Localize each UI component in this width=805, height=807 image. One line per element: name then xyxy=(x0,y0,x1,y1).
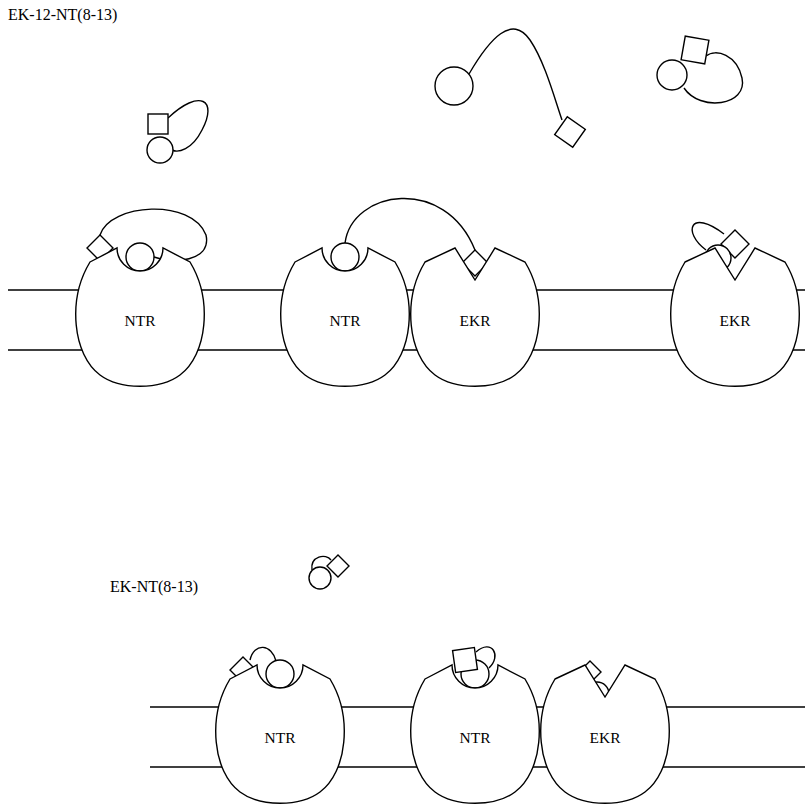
receptor-label: EKR xyxy=(540,729,670,747)
receptor-label: EKR xyxy=(670,312,800,330)
receptor: EKR xyxy=(670,240,800,390)
receptor-label: NTR xyxy=(410,729,540,747)
receptor: NTR xyxy=(75,240,205,390)
receptor: EKR xyxy=(410,240,540,390)
receptor-label: NTR xyxy=(215,729,345,747)
construct-name: EK-12-NT(8-13) xyxy=(8,6,117,24)
receptor: NTR xyxy=(215,657,345,807)
receptor: EKR xyxy=(540,657,670,807)
receptor-label: NTR xyxy=(280,312,410,330)
receptor-label: NTR xyxy=(75,312,205,330)
receptor: NTR xyxy=(280,240,410,390)
construct-name: EK-NT(8-13) xyxy=(110,578,198,596)
receptor-label: EKR xyxy=(410,312,540,330)
receptor: NTR xyxy=(410,657,540,807)
